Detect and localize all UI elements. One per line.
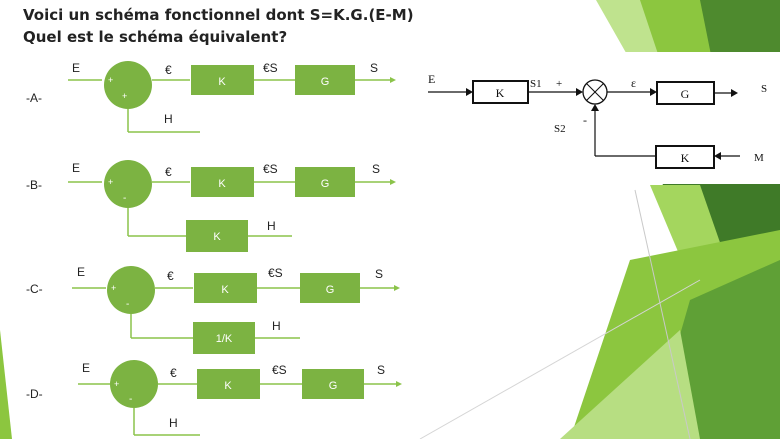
option-label-c: -C-	[26, 282, 43, 296]
slide-title-line2: Quel est le schéma équivalent?	[23, 28, 288, 46]
bg-thin-line	[634, 189, 691, 439]
error-label: €	[165, 165, 172, 179]
block-g-label: G	[326, 284, 335, 296]
sign-bottom: -	[129, 394, 132, 405]
output-label: S	[377, 363, 385, 377]
summing-junction	[110, 360, 158, 408]
mid-label: €S	[263, 61, 278, 75]
ref-arrow	[466, 88, 473, 96]
input-label: E	[82, 361, 90, 375]
output-label: S	[372, 162, 380, 176]
mid-label: €S	[263, 162, 278, 176]
bg-thin-line	[419, 279, 701, 439]
error-label: €	[167, 269, 174, 283]
error-label: €	[165, 63, 172, 77]
ref-input-label: E	[428, 72, 435, 86]
block-k	[197, 369, 260, 399]
block-g-label: G	[329, 380, 338, 392]
block-k	[194, 273, 257, 303]
output-arrow	[390, 179, 396, 185]
ref-block-k-top-label: K	[496, 86, 505, 100]
summing-junction	[104, 61, 152, 109]
reference-panel	[418, 52, 780, 184]
feedback-block-label: 1/K	[216, 333, 233, 345]
ref-comparator-cross	[586, 83, 604, 101]
ref-arrow	[650, 88, 657, 96]
block-g-label: G	[321, 76, 330, 88]
block-g	[300, 273, 360, 303]
sign-top: +	[108, 75, 113, 85]
option-label-d: -D-	[26, 387, 43, 401]
sign-bottom: -	[126, 299, 129, 310]
block-k-label: K	[224, 380, 232, 392]
ref-block-k-bottom-label: K	[681, 151, 690, 165]
block-k	[191, 65, 254, 95]
ref-output-label: S	[761, 83, 767, 95]
block-k-label: K	[218, 178, 226, 190]
ref-m-label: M	[754, 152, 764, 164]
ref-arrow	[591, 104, 599, 111]
option-label-a: -A-	[26, 91, 42, 105]
ref-s2-label: S2	[554, 123, 566, 135]
mid-label: €S	[272, 363, 287, 377]
option-c-diagram: E + - € K €S G S 1/K H	[72, 265, 400, 354]
mid-label: €S	[268, 266, 283, 280]
ref-block-k-bottom	[655, 145, 715, 169]
feedback-label: H	[267, 219, 276, 233]
block-g	[295, 65, 355, 95]
error-label: €	[170, 366, 177, 380]
bg-facet-bottom-light	[560, 330, 700, 439]
option-b-diagram: E + - € K €S G S K H	[68, 160, 396, 252]
input-label: E	[72, 161, 80, 175]
ref-block-g-label: G	[681, 87, 690, 101]
sign-top: +	[111, 283, 116, 293]
input-label: E	[77, 265, 85, 279]
block-k-label: K	[221, 284, 229, 296]
output-arrow	[394, 285, 400, 291]
ref-arrow	[576, 88, 583, 96]
feedback-block	[193, 322, 255, 354]
summing-junction	[107, 266, 155, 314]
sign-top: +	[108, 177, 113, 187]
block-g-label: G	[321, 178, 330, 190]
ref-s1-label: S1	[530, 78, 542, 90]
bg-facet-left	[0, 330, 12, 439]
feedback-block-label: K	[213, 231, 221, 243]
block-k-label: K	[218, 76, 226, 88]
input-label: E	[72, 61, 80, 75]
feedback-block	[186, 220, 248, 252]
ref-minus-label: -	[583, 113, 587, 127]
output-arrow	[396, 381, 402, 387]
ref-arrow	[714, 152, 721, 160]
reference-diagram: E K S1 + ε G S S2 - K M	[418, 52, 780, 184]
ref-epsilon-label: ε	[631, 76, 636, 90]
block-k	[191, 167, 254, 197]
feedback-label: H	[164, 112, 173, 126]
block-g	[295, 167, 355, 197]
output-label: S	[370, 61, 378, 75]
sign-bottom: -	[123, 193, 126, 204]
slide-title-line1: Voici un schéma fonctionnel dont S=K.G.(…	[23, 6, 414, 24]
summing-junction	[104, 160, 152, 208]
sign-top: +	[114, 379, 119, 389]
ref-arrow	[731, 89, 738, 97]
option-d-diagram: E + - € K €S G S H	[78, 360, 402, 436]
option-label-b: -B-	[26, 178, 42, 192]
feedback-label: H	[272, 319, 281, 333]
block-g	[302, 369, 364, 399]
option-a-diagram: E + + € K €S G S H	[68, 61, 396, 133]
sign-bottom: +	[122, 91, 127, 101]
output-label: S	[375, 267, 383, 281]
feedback-label: H	[169, 416, 178, 430]
ref-plus-label: +	[556, 78, 562, 90]
output-arrow	[390, 77, 396, 83]
